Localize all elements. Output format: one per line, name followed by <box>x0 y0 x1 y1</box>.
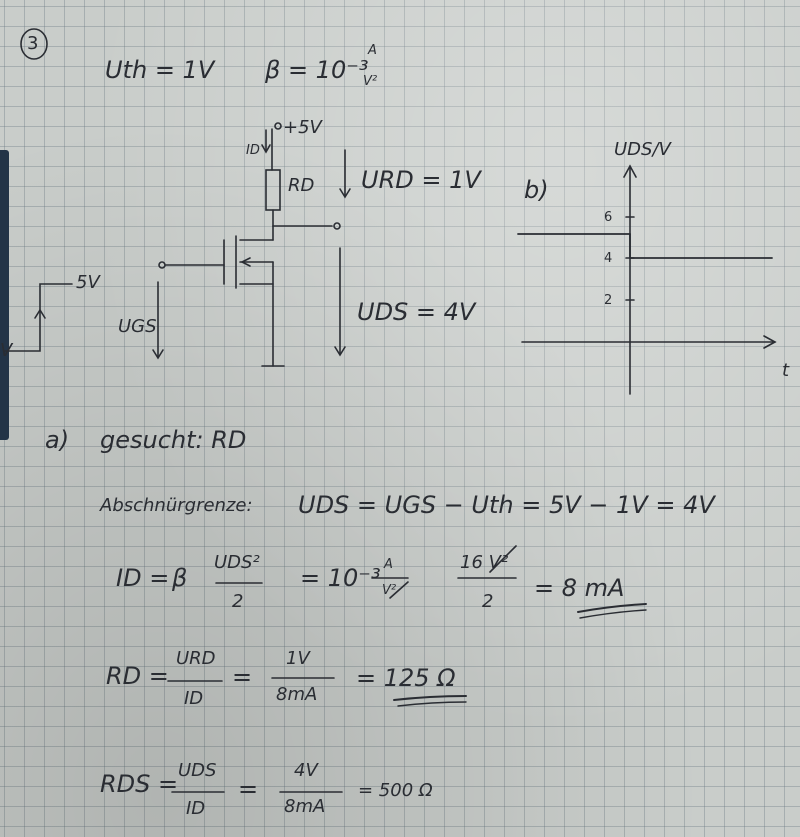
id-label: ID <box>246 143 260 158</box>
rds-result: = 500 Ω <box>358 780 433 801</box>
abschnuer-label: Abschnürgrenze: <box>100 495 253 516</box>
rd-result: = 125 Ω <box>356 664 456 692</box>
supply-label: +5V <box>283 117 322 138</box>
id-eq-beta-value: = 10⁻³ <box>300 564 381 592</box>
task-circle <box>20 28 48 60</box>
graph-y-tick-2: 2 <box>604 293 613 308</box>
graph-part-label: b) <box>524 176 549 204</box>
gate-node <box>158 261 166 269</box>
rd-eq-id: ID <box>184 688 204 709</box>
input-step-label: 5V <box>76 272 100 293</box>
rd-eq-1v: 1V <box>286 648 310 669</box>
rds-eq-sign: = <box>238 775 259 803</box>
given-beta: β = 10⁻³ <box>265 56 369 84</box>
id-eq-denominator-2b: 2 <box>482 591 494 612</box>
graph-y-tick-6: 6 <box>604 210 613 225</box>
id-eq-beta: β <box>172 564 188 592</box>
id-eq-unit-a: A <box>384 557 393 572</box>
rds-eq-4v: 4V <box>294 760 318 781</box>
rds-eq-8ma: 8mA <box>284 796 326 817</box>
given-beta-unit-num: A <box>368 43 377 58</box>
rd-eq-urd: URD <box>176 648 216 669</box>
rds-eq-id: ID <box>186 798 206 819</box>
graph-x-axis-label: t <box>782 360 790 381</box>
rd-eq-sign: = <box>232 663 253 691</box>
graph-y-axis-label: UDS/V <box>614 139 671 160</box>
rd-label: RD <box>288 175 315 196</box>
uds-label: UDS = 4V <box>357 298 476 326</box>
underline-125 <box>393 695 467 701</box>
id-eq-unit-v2: V² <box>382 583 397 598</box>
id-eq-lhs: ID = <box>116 564 170 592</box>
input-step <box>4 283 73 352</box>
part-a-label: a) <box>45 426 70 454</box>
supply-node <box>274 122 282 130</box>
resistor-rd <box>265 169 281 211</box>
rds-eq-uds: UDS <box>178 760 217 781</box>
abschnuer-equation: UDS = UGS − Uth = 5V − 1V = 4V <box>298 491 715 519</box>
urd-label: URD = 1V <box>361 166 481 194</box>
given-beta-unit-den: V² <box>363 74 378 89</box>
input-zero-label: V <box>0 340 13 361</box>
output-node <box>333 222 341 230</box>
graph-y-tick-4: 4 <box>604 251 613 266</box>
underline-8ma <box>577 603 647 613</box>
ugs-label: UGS <box>118 316 157 337</box>
given-uth: Uth = 1V <box>105 56 215 84</box>
rd-eq-lhs: RD = <box>106 662 169 690</box>
rds-eq-lhs: RDS = <box>100 770 179 798</box>
notebook-binder-edge <box>0 150 9 440</box>
task-number: 3 <box>27 33 39 54</box>
id-eq-16v2: 16 V² <box>460 552 509 573</box>
id-eq-denominator-2: 2 <box>232 591 244 612</box>
rd-eq-8ma: 8mA <box>276 684 318 705</box>
id-eq-uds2: UDS² <box>214 552 260 573</box>
gesucht-line: gesucht: RD <box>100 426 247 454</box>
id-result: = 8 mA <box>534 574 625 602</box>
